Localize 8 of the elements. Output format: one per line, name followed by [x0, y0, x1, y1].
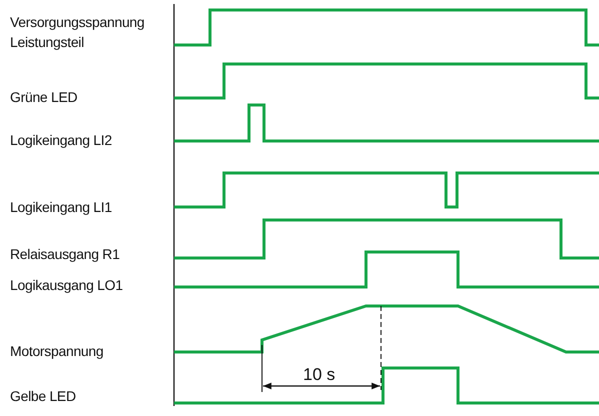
- signal-name: Motorspannung: [10, 342, 104, 361]
- signal-name: Logikeingang LI2: [10, 131, 113, 150]
- signal-name: Logikeingang LI1: [10, 198, 113, 217]
- signal-name: Relaisausgang R1: [10, 245, 121, 264]
- signal-name: Gelbe LED: [10, 387, 77, 406]
- signal-name: Versorgungsspannung Leistungsteil: [10, 13, 146, 52]
- signal-name: Grüne LED: [10, 88, 78, 107]
- signal-name: Logikausgang LO1: [10, 276, 124, 295]
